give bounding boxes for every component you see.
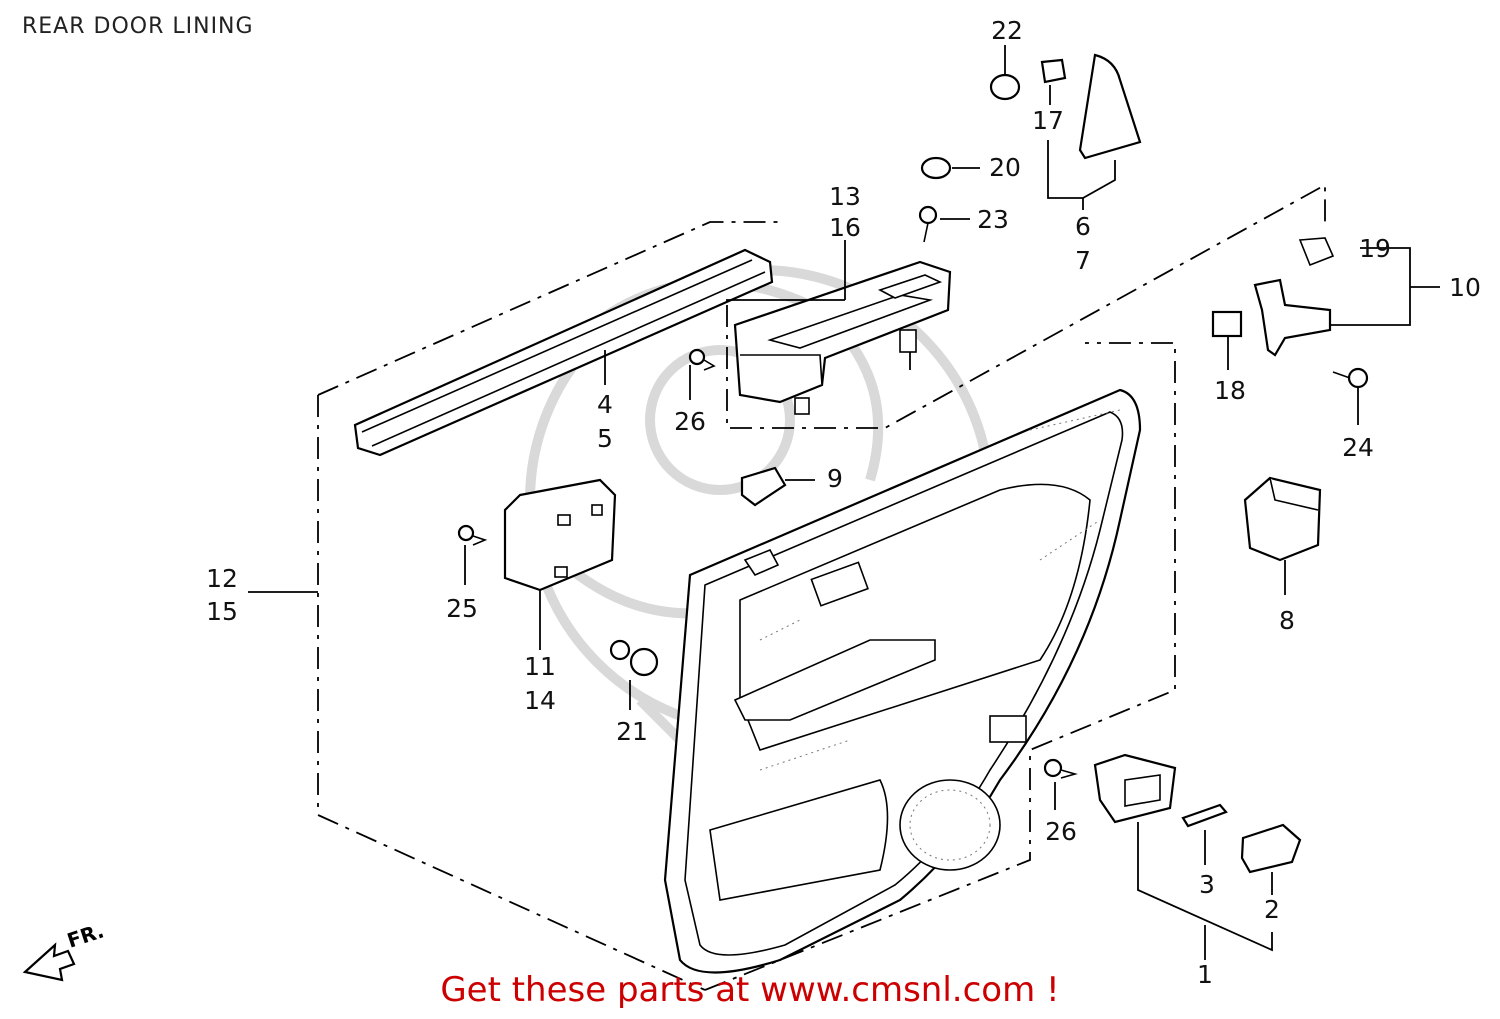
weatherstrip-part bbox=[353, 248, 774, 457]
retainer-9 bbox=[740, 466, 815, 507]
callout-labels: 1 2 3 4 5 6 7 8 9 10 11 14 12 15 13 16 1… bbox=[206, 16, 1481, 989]
bracket-10 bbox=[1253, 237, 1440, 357]
callout-12: 12 bbox=[206, 564, 238, 593]
assembly-boundary bbox=[248, 221, 1176, 991]
switch-housing-8 bbox=[1243, 476, 1322, 595]
cap-20 bbox=[920, 156, 980, 180]
callout-22: 22 bbox=[991, 16, 1023, 45]
pad-part bbox=[503, 478, 617, 650]
clip-26-lower bbox=[1043, 758, 1078, 810]
callout-26-lower: 26 bbox=[1045, 817, 1077, 846]
clip-25 bbox=[457, 524, 488, 585]
callout-17: 17 bbox=[1032, 106, 1064, 135]
callout-4: 4 bbox=[597, 390, 613, 419]
garnish-6-7 bbox=[1047, 53, 1142, 210]
clip-26-upper bbox=[688, 348, 716, 400]
lens-2 bbox=[1240, 823, 1302, 895]
clip-17 bbox=[1040, 58, 1067, 105]
bulb-3 bbox=[1181, 803, 1228, 865]
callout-7: 7 bbox=[1075, 246, 1091, 275]
fr-label: FR. bbox=[64, 918, 107, 952]
callout-14: 14 bbox=[524, 686, 556, 715]
callout-1: 1 bbox=[1197, 960, 1213, 989]
callout-20: 20 bbox=[989, 153, 1021, 182]
clip-18 bbox=[1211, 310, 1243, 370]
callout-10: 10 bbox=[1449, 273, 1481, 302]
callout-16: 16 bbox=[829, 213, 861, 242]
callout-6: 6 bbox=[1075, 212, 1091, 241]
cmsnl-promo-link[interactable]: Get these parts at www.cmsnl.com ! bbox=[440, 970, 1060, 1010]
courtesy-light-1 bbox=[1093, 753, 1273, 960]
callout-25: 25 bbox=[446, 594, 478, 623]
callout-13: 13 bbox=[829, 182, 861, 211]
callout-24: 24 bbox=[1342, 433, 1374, 462]
callout-5: 5 bbox=[597, 424, 613, 453]
clip-21 bbox=[609, 639, 659, 710]
screw-24 bbox=[1332, 367, 1369, 425]
callout-11: 11 bbox=[524, 652, 556, 681]
callout-19: 19 bbox=[1359, 234, 1391, 263]
callout-8: 8 bbox=[1279, 606, 1295, 635]
diagram-title: REAR DOOR LINING bbox=[22, 14, 254, 39]
screw-23 bbox=[918, 205, 970, 243]
door-lining-panel bbox=[663, 388, 1142, 974]
callout-15: 15 bbox=[206, 597, 238, 626]
callout-21: 21 bbox=[616, 717, 648, 746]
callout-9: 9 bbox=[827, 464, 843, 493]
door-pull-bracket-part bbox=[726, 183, 1326, 429]
callout-23: 23 bbox=[977, 205, 1009, 234]
clip-22 bbox=[989, 45, 1021, 101]
callout-2: 2 bbox=[1264, 895, 1280, 924]
callout-3: 3 bbox=[1199, 870, 1215, 899]
callout-18: 18 bbox=[1214, 376, 1246, 405]
callout-26-upper: 26 bbox=[674, 407, 706, 436]
